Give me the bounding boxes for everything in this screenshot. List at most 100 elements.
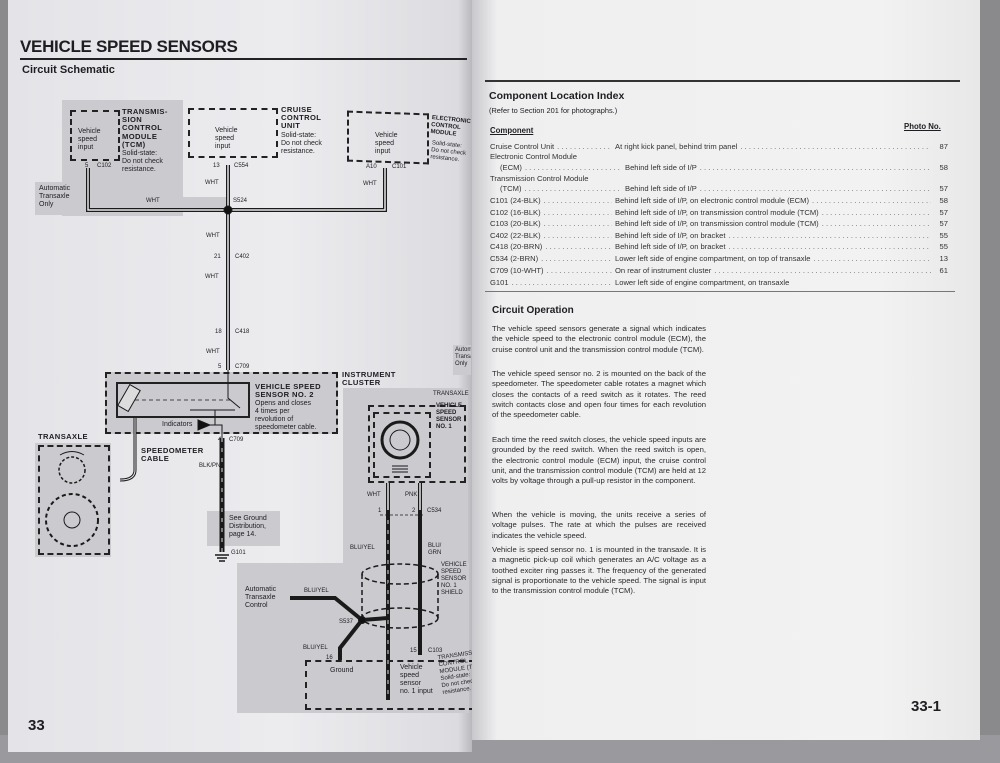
wire-label-wht: WHT (363, 181, 377, 187)
wire-label-wht: WHT (367, 492, 381, 498)
index-row: Electronic Control Module (490, 152, 948, 162)
c534-pin2: 2 (412, 508, 416, 514)
speedometer-cable-label: SPEEDOMETER CABLE (141, 446, 204, 464)
tcm-input-box (70, 110, 120, 161)
location-cell: Lower left side of engine compartment, o… (615, 254, 934, 264)
ecm-name: ELECTRONIC CONTROL MODULE (430, 115, 471, 138)
location-cell: Behind left side of I/P, on bracket (615, 242, 934, 252)
right-transaxle-block (343, 388, 468, 568)
cruise-note: Solid-state: Do not check resistance. (281, 132, 322, 155)
location-cell (615, 152, 934, 162)
component-cell: C101 (24-BLK) (490, 196, 615, 206)
splice-s537-dot (358, 616, 366, 624)
transaxle-box (38, 445, 110, 555)
component-cell: C534 (2-BRN) (490, 254, 615, 264)
component-cell: C709 (10-WHT) (490, 266, 615, 276)
c402-connector: C402 (235, 254, 250, 260)
indicators-label: Indicators (162, 421, 193, 428)
magnet-icon (117, 383, 141, 413)
ground-note: See Ground Distribution, page 14. (229, 515, 267, 538)
index-title: Component Location Index (489, 90, 625, 102)
page-number-left: 33 (28, 717, 45, 734)
title-rule (20, 58, 467, 60)
schematic-wires (45, 165, 439, 700)
vss1-outer-box (368, 405, 466, 483)
index-row: (ECM)Behind left side of I/P58 (490, 163, 948, 173)
location-cell: Behind left side of I/P, on transmission… (615, 208, 934, 218)
ecm-pin: A10 (366, 164, 377, 170)
cruise-connector: C554 (234, 163, 249, 169)
vss2-box (116, 382, 250, 418)
index-row: C101 (24-BLK)Behind left side of I/P, on… (490, 196, 948, 206)
shield-top (361, 563, 439, 585)
ground-icon (215, 554, 229, 562)
small-gear-icon (58, 456, 86, 484)
index-row: C534 (2-BRN)Lower left side of engine co… (490, 254, 948, 264)
tcm-name: TRANSMIS- SION CONTROL MODULE (TCM) (122, 107, 168, 149)
index-note: (Refer to Section 201 for photographs.) (489, 106, 618, 115)
large-gear-icon (45, 493, 99, 547)
ground-label: Ground (330, 667, 354, 674)
operation-title: Circuit Operation (492, 305, 574, 316)
photo-cell: 61 (939, 266, 948, 275)
cruise-input-box (188, 108, 278, 158)
location-cell: Behind left side of I/P, on electronic c… (615, 196, 934, 206)
c103-pin15: 15 (410, 648, 417, 654)
g101-label: G101 (231, 550, 246, 556)
cruise-pin: 13 (213, 163, 220, 169)
ecm-note: Solid-state: Do not check resistance. (430, 140, 467, 164)
operation-paragraph: Vehicle is speed sensor no. 1 is mounted… (492, 545, 706, 596)
component-cell: (TCM) (490, 184, 625, 194)
index-row: C418 (20-BRN)Behind left side of I/P, on… (490, 242, 948, 252)
page-title: VEHICLE SPEED SENSORS (20, 37, 238, 56)
splice-s524: S524 (233, 198, 248, 204)
photo-cell: 58 (939, 163, 948, 172)
auto-wire-band (90, 197, 226, 208)
index-row: Transmission Control Module (490, 174, 948, 184)
index-row: C102 (16-BLK)Behind left side of I/P, on… (490, 208, 948, 218)
indicator-arrow-icon (197, 419, 212, 431)
photo-cell (934, 278, 948, 288)
instrument-cluster-label: INSTRUMENT CLUSTER (342, 370, 396, 388)
location-cell: On rear of instrument cluster (615, 266, 934, 276)
photo-cell: 55 (939, 242, 948, 251)
vss2-name: VEHICLE SPEED SENSOR NO. 2 (255, 382, 321, 400)
photo-cell: 13 (939, 254, 948, 263)
component-cell: C418 (20-BRN) (490, 242, 615, 252)
top-rule (485, 80, 960, 82)
component-cell: Electronic Control Module (490, 152, 577, 161)
transaxle-block (35, 443, 111, 557)
index-rule (485, 291, 955, 292)
location-cell: Lower left side of engine compartment, o… (615, 278, 790, 287)
vss1-label: VEHICLE SPEED SENSOR NO. 1 (436, 403, 463, 430)
c103-connector: C103 (428, 648, 443, 654)
photo-cell: 57 (939, 208, 948, 217)
location-cell: Behind left side of I/P (625, 163, 934, 173)
col-header-photo: Photo No. (904, 122, 941, 131)
rotation-arrow-icon (59, 451, 85, 456)
photo-cell: 57 (939, 184, 948, 193)
index-row: C402 (22-BLK)Behind left side of I/P, on… (490, 231, 948, 241)
auto-transaxle-only-label: Automatic Transaxle Only (39, 185, 71, 208)
wire-label-pnk: PNK (405, 492, 418, 498)
component-cell: C102 (16-BLK) (490, 208, 615, 218)
vss1-inner-box (373, 412, 431, 478)
cruise-input-label: Vehicle speed input (215, 127, 238, 150)
index-row: (TCM)Behind left side of I/P57 (490, 184, 948, 194)
atc-label: Automatic Transaxle Control (245, 586, 277, 609)
c402-pin: 21 (214, 254, 221, 260)
photo-cell: 55 (939, 231, 948, 240)
col-header-component: Component (490, 126, 534, 135)
vss1-input-label: Vehicle speed sensor no. 1 input (400, 664, 433, 695)
wire-label-wht: WHT (205, 274, 219, 280)
tcm-pin: 5 (85, 163, 89, 169)
index-row: Cruise Control UnitAt right kick panel, … (490, 142, 948, 152)
exciter-ring-icon (380, 420, 420, 460)
component-cell: G101 (490, 278, 615, 288)
pickup-coil-icon (392, 465, 408, 473)
operation-paragraph: The vehicle speed sensor no. 2 is mounte… (492, 369, 706, 420)
ground-note-box (207, 511, 280, 546)
c709-top-connector: C709 (235, 364, 250, 370)
wire-label-wht: WHT (205, 180, 219, 186)
c418-connector: C418 (235, 329, 250, 335)
